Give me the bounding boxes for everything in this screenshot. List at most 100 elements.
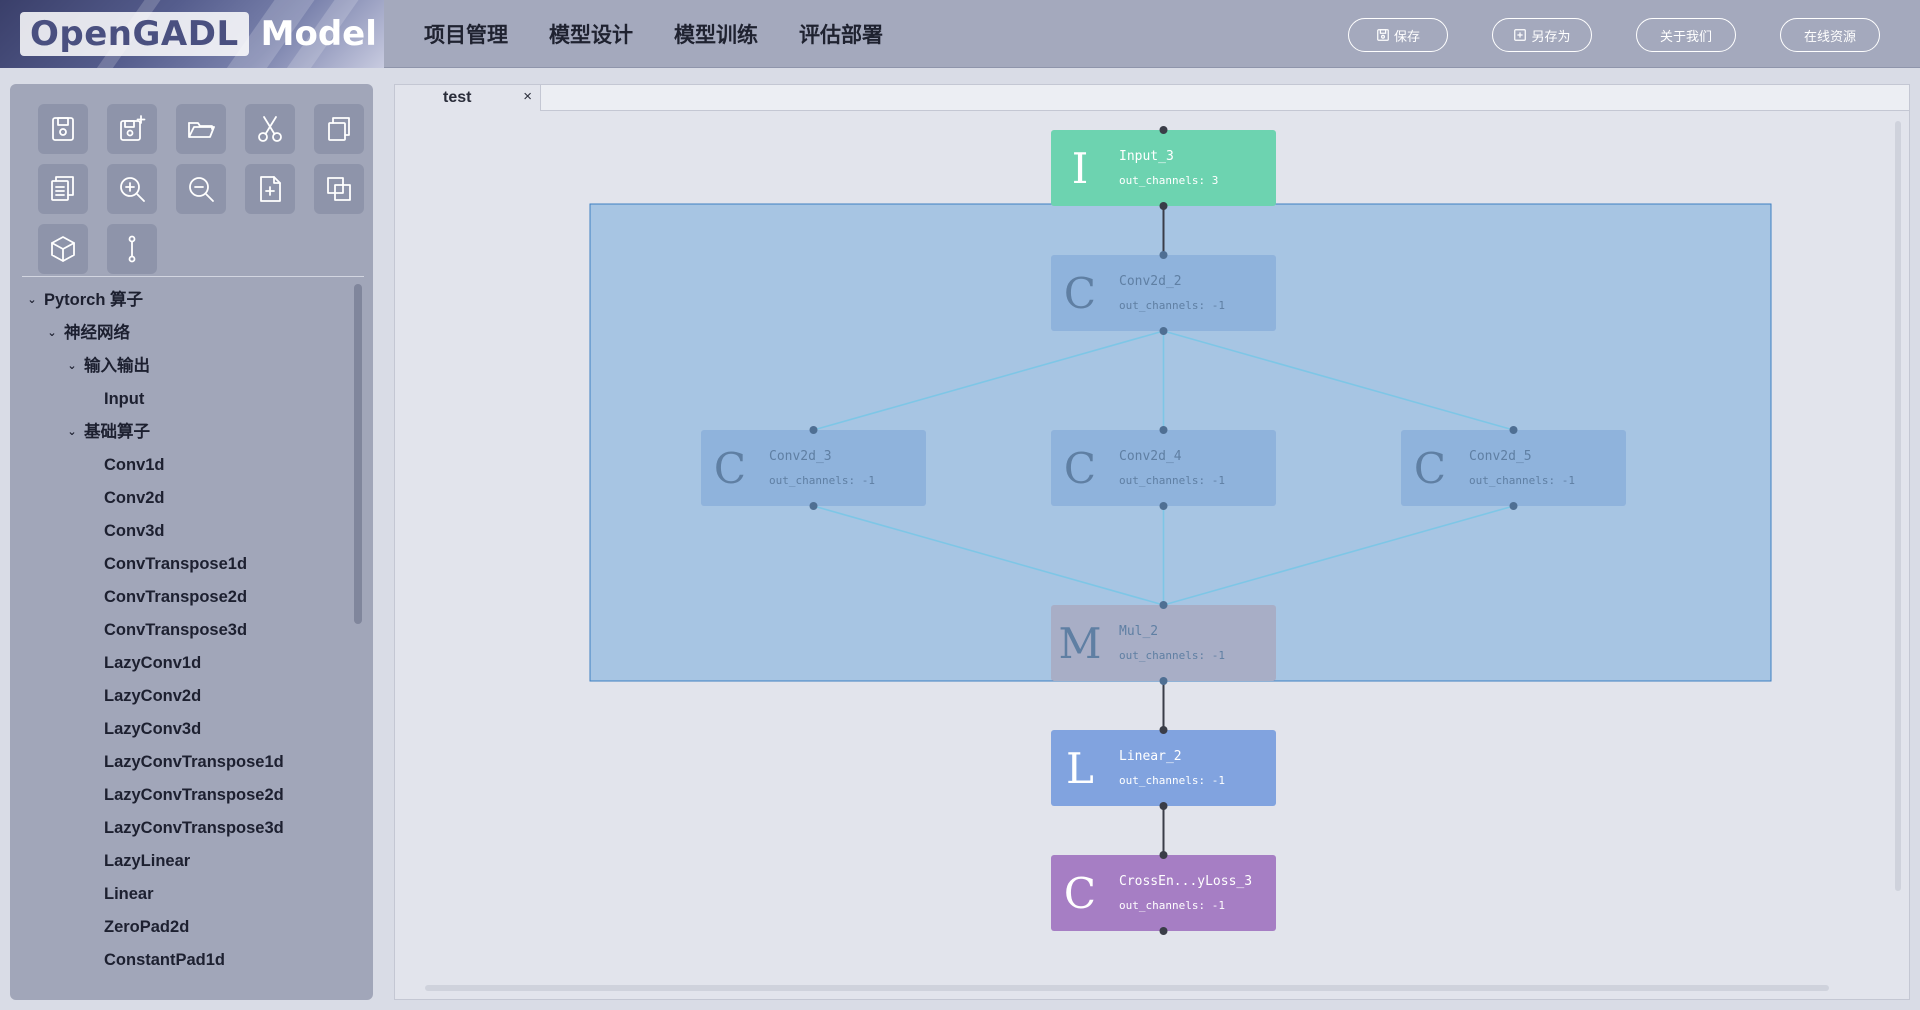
tool-open[interactable] [176,104,226,154]
tab-test[interactable]: test × [395,85,541,111]
input-port[interactable] [1159,601,1168,609]
output-port[interactable] [1159,677,1168,685]
tree-item-convtranspose1d[interactable]: ConvTranspose1d [24,548,354,581]
tool-duplicate[interactable] [314,164,364,214]
tree-item-lazyconv3d[interactable]: LazyConv3d [24,713,354,746]
tree-item-conv3d[interactable]: Conv3d [24,515,354,548]
input-port[interactable] [1159,251,1168,259]
tree-item-label: ConvTranspose1d [104,555,248,573]
tree-item-label: ZeroPad2d [104,918,190,936]
output-port[interactable] [1159,502,1168,510]
input-port[interactable] [1159,426,1168,434]
node-sub: out_channels: -1 [1469,474,1575,487]
node-name: Conv2d_2 [1119,274,1182,289]
tree-item-lazyconvtranspose1d[interactable]: LazyConvTranspose1d [24,746,354,779]
tree-item-input[interactable]: Input [24,383,354,416]
tree-item-convtranspose2d[interactable]: ConvTranspose2d [24,581,354,614]
tree-node-basic-ops[interactable]: ⌄ 基础算子 [24,416,354,449]
nav-project-management[interactable]: 项目管理 [424,24,508,47]
node-sub: out_channels: 3 [1119,174,1218,187]
online-resources-button[interactable]: 在线资源 [1780,18,1880,52]
tree-node-io[interactable]: ⌄ 输入输出 [24,350,354,383]
tool-cut[interactable] [245,104,295,154]
node-box [1051,255,1276,331]
tree-item-lazyconv2d[interactable]: LazyConv2d [24,680,354,713]
output-port[interactable] [809,502,818,510]
tool-connector[interactable] [107,224,157,274]
nav-eval-deploy[interactable]: 评估部署 [799,24,883,47]
zoom-in-icon [120,177,145,202]
save-as-icon [1514,29,1527,41]
tool-save-new[interactable] [107,104,157,154]
tree-item-linear[interactable]: Linear [24,878,354,911]
input-port[interactable] [1159,126,1168,134]
tree-item-lazylinear[interactable]: LazyLinear [24,845,354,878]
tab-label: test [443,89,472,106]
horizontal-scrollbar[interactable] [425,985,1829,991]
about-button[interactable]: 关于我们 [1636,18,1736,52]
edge-conv3-mul2[interactable] [813,505,1164,606]
paste-icon [51,176,74,201]
tree-item-lazyconvtranspose2d[interactable]: LazyConvTranspose2d [24,779,354,812]
tree-node-label: 输入输出 [84,357,150,375]
tree-item-label: ConvTranspose3d [104,621,248,639]
input-port[interactable] [1159,851,1168,859]
tool-zoom-out[interactable] [176,164,226,214]
save-button[interactable]: 保存 [1348,18,1448,52]
tree-item-conv1d[interactable]: Conv1d [24,449,354,482]
node-name: Linear_2 [1119,749,1182,764]
edge-conv2-conv3[interactable] [813,330,1164,431]
output-port[interactable] [1159,202,1168,210]
tree-item-lazyconvtranspose3d[interactable]: LazyConvTranspose3d [24,812,354,845]
output-port[interactable] [1159,927,1168,935]
input-port[interactable] [1509,426,1518,434]
tool-copy[interactable] [314,104,364,154]
save-as-button[interactable]: 另存为 [1492,18,1592,52]
tool-zoom-in[interactable] [107,164,157,214]
tool-paste[interactable] [38,164,88,214]
tree-item-label: Input [104,390,145,408]
node-sub: out_channels: -1 [1119,474,1225,487]
tool-3d[interactable] [38,224,88,274]
tree-item-label: Linear [104,885,154,903]
input-port[interactable] [809,426,818,434]
node-name: CrossEn...yLoss_3 [1119,874,1252,889]
output-port[interactable] [1509,502,1518,510]
vertical-scrollbar[interactable] [1895,121,1901,891]
output-port[interactable] [1159,327,1168,335]
tree-node-neural-network[interactable]: ⌄ 神经网络 [24,317,354,350]
tree-node-label: 神经网络 [64,324,130,342]
node-letter: C [1064,869,1096,918]
input-port[interactable] [1159,726,1168,734]
tree-item-lazyconv1d[interactable]: LazyConv1d [24,647,354,680]
nav-model-design[interactable]: 模型设计 [549,24,633,47]
node-name: Input_3 [1119,149,1174,164]
tree-node-pytorch[interactable]: ⌄ Pytorch 算子 [24,284,354,317]
tool-new-file[interactable] [245,164,295,214]
tree-item-constantpad1d[interactable]: ConstantPad1d [24,944,354,977]
edge-conv2-conv5[interactable] [1163,330,1514,431]
tree-scrollbar[interactable] [354,284,362,624]
tree-item-label: ConstantPad1d [104,951,226,969]
tree-item-conv2d[interactable]: Conv2d [24,482,354,515]
close-icon[interactable]: × [523,88,532,105]
output-port[interactable] [1159,802,1168,810]
edge-conv5-mul2[interactable] [1163,505,1514,606]
tree-item-convtranspose3d[interactable]: ConvTranspose3d [24,614,354,647]
tree-item-zeropad2d[interactable]: ZeroPad2d [24,911,354,944]
tool-save[interactable] [38,104,88,154]
operator-tree: ⌄ Pytorch 算子 ⌄ 神经网络 ⌄ 输入输出 Input ⌄ 基础算子 … [24,284,354,984]
node-box [1401,430,1626,506]
nav-model-training[interactable]: 模型训练 [674,24,758,47]
